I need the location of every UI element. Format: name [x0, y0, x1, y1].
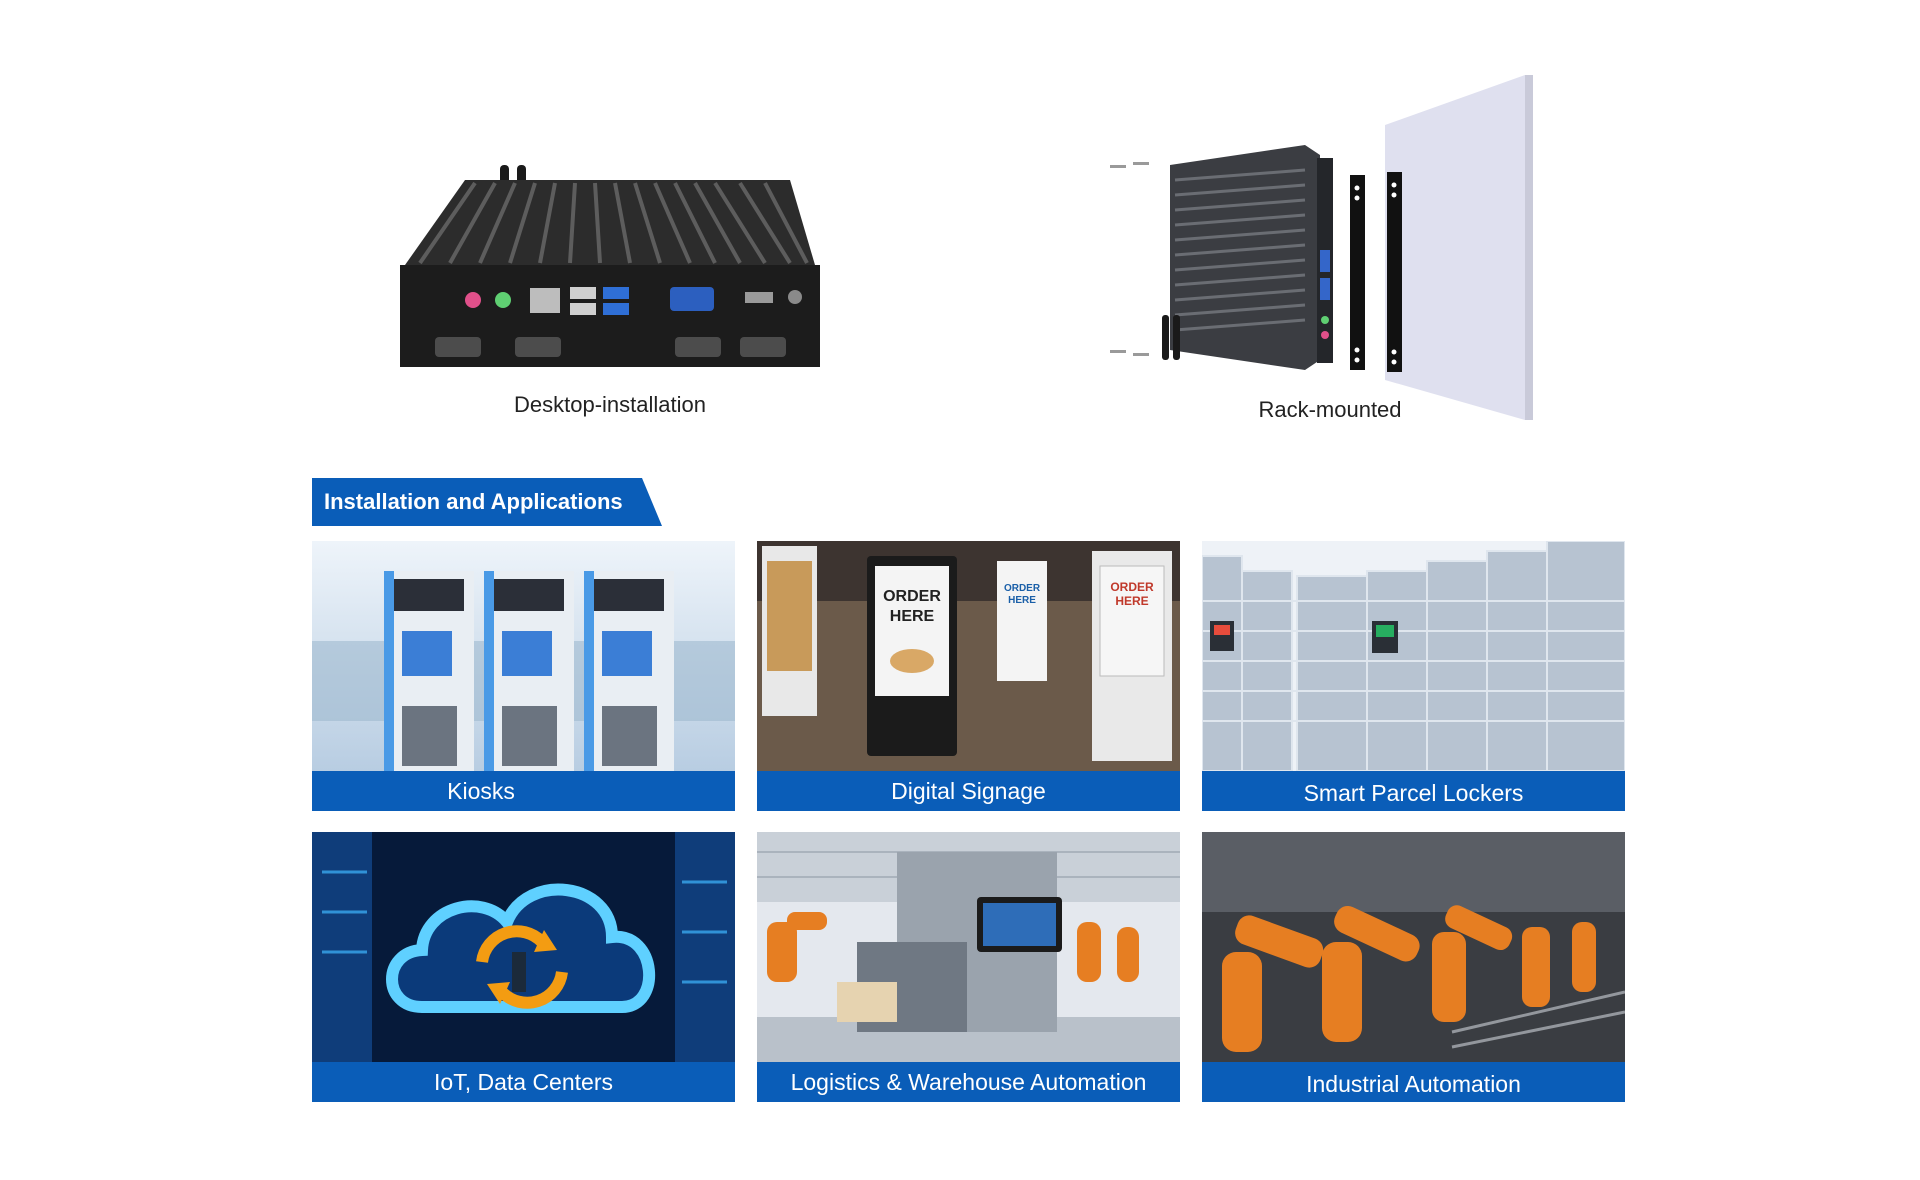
robot-arm-image — [1202, 832, 1625, 1062]
tile-label: Smart Parcel Lockers — [1202, 771, 1625, 811]
warehouse-image — [757, 832, 1180, 1062]
tile-label: Logistics & Warehouse Automation — [757, 1062, 1180, 1102]
svg-text:ORDER: ORDER — [1110, 580, 1154, 594]
tile-label: Kiosks — [312, 771, 735, 811]
tile-label: Industrial Automation — [1202, 1062, 1625, 1102]
svg-text:HERE: HERE — [890, 608, 935, 625]
section-header: Installation and Applications — [312, 478, 662, 526]
cloud-datacenter-image — [312, 832, 735, 1062]
svg-text:HERE: HERE — [1008, 595, 1036, 606]
parcel-locker-image — [1202, 541, 1625, 771]
application-tile-industrial-automation: Industrial Automation — [1202, 832, 1625, 1102]
svg-text:ORDER: ORDER — [1004, 583, 1041, 594]
rack-caption: Rack-mounted — [1258, 397, 1402, 422]
digital-signage-image: ORDER HERE ORDER HERE ORDER HERE — [757, 541, 1180, 771]
desktop-product — [395, 165, 825, 415]
rack-product — [1105, 70, 1535, 420]
application-tile-kiosks: Kiosks — [312, 541, 735, 811]
application-tile-iot-data-centers: IoT, Data Centers — [312, 832, 735, 1102]
application-tile-logistics-warehouse: Logistics & Warehouse Automation — [757, 832, 1180, 1102]
kiosk-image — [312, 541, 735, 771]
desktop-caption: Desktop-installation — [514, 392, 706, 417]
desktop-fanless-pc-image — [400, 165, 820, 367]
svg-text:HERE: HERE — [1115, 594, 1148, 608]
section-header-tab-shape — [312, 478, 662, 526]
section-title: Installation and Applications — [324, 489, 623, 514]
application-tile-smart-parcel-lockers: Smart Parcel Lockers — [1202, 541, 1625, 811]
tile-label: Digital Signage — [757, 771, 1180, 811]
application-tile-digital-signage: ORDER HERE ORDER HERE ORDER HERE Digital… — [757, 541, 1180, 811]
rack-mounted-pc-image — [1110, 75, 1533, 420]
svg-text:ORDER: ORDER — [883, 588, 941, 605]
tile-label: IoT, Data Centers — [312, 1062, 735, 1102]
